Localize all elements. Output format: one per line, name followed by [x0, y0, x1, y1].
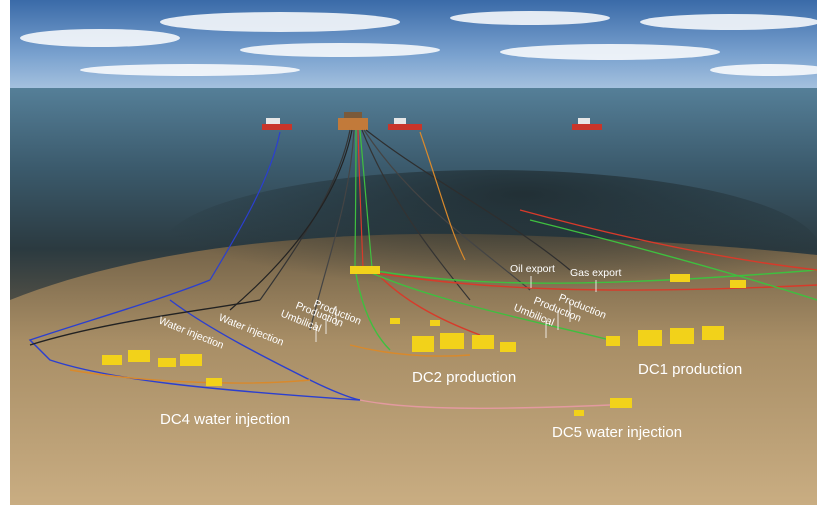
gas-export-label: Gas export — [570, 267, 621, 279]
shuttle-tanker-1 — [262, 118, 292, 130]
dc4-template — [102, 350, 222, 386]
shuttle-tanker-3 — [572, 118, 602, 130]
dc1-production-label: DC1 production — [638, 361, 742, 378]
risers — [209, 129, 571, 331]
clouds — [20, 11, 817, 76]
dc2-template — [390, 318, 516, 352]
dc5-template — [574, 398, 632, 416]
pipelines — [28, 209, 817, 409]
dc2-production-label: DC2 production — [412, 369, 516, 386]
shuttle-tanker-2 — [388, 118, 422, 130]
label-leaders — [315, 276, 597, 342]
dc5-water-injection-label: DC5 water injection — [552, 424, 682, 441]
production-platform — [338, 112, 368, 130]
dc4-water-injection-label: DC4 water injection — [160, 411, 290, 428]
export-manifold — [350, 266, 746, 288]
oil-export-label: Oil export — [510, 263, 555, 275]
subsea-field-illustration: Oil export Gas export Production Product… — [10, 0, 817, 505]
dc1-template — [606, 326, 724, 346]
